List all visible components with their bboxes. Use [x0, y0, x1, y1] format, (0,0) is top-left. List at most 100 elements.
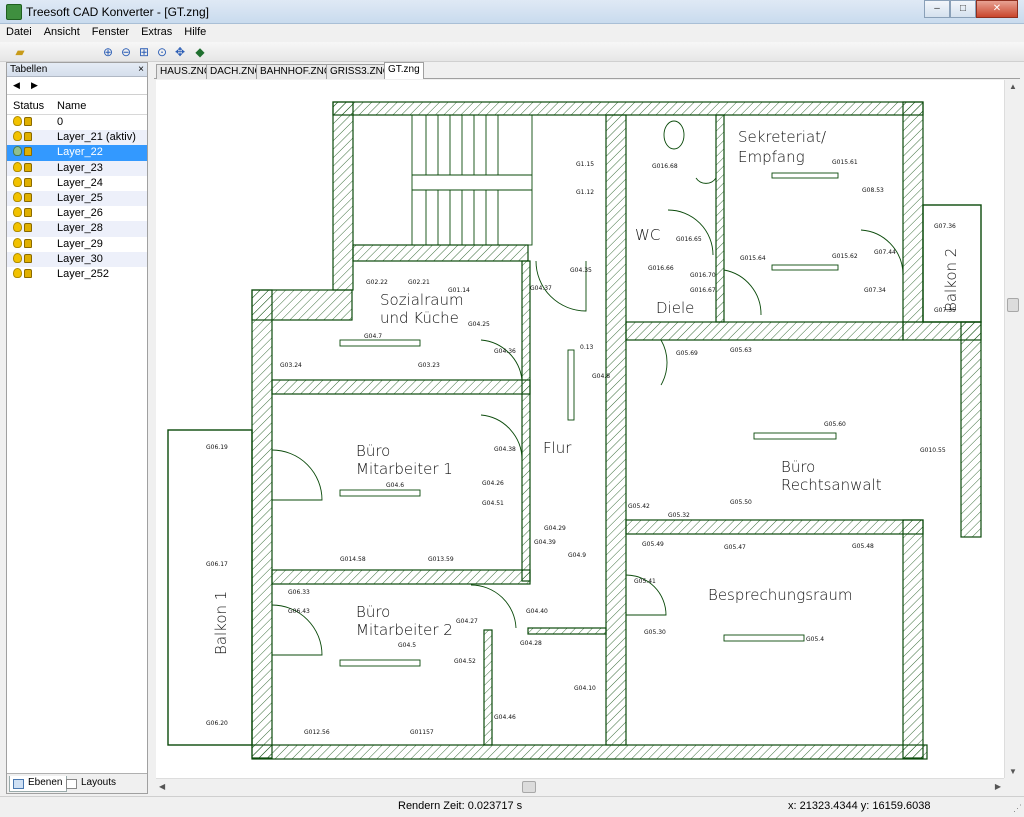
panel-nav: ◀ ▶: [7, 77, 147, 95]
layer-name: Layer_29: [57, 237, 103, 250]
room-label: Büro: [356, 442, 390, 460]
horizontal-scroll-thumb[interactable]: [522, 781, 536, 793]
lock-icon[interactable]: [24, 208, 32, 218]
lock-icon[interactable]: [24, 192, 32, 202]
scroll-up-icon[interactable]: ▲: [1009, 82, 1017, 91]
lightbulb-icon[interactable]: [13, 161, 22, 172]
drawing-canvas[interactable]: Sekreteriat/ Empfang WC Diele Sozialraum…: [156, 80, 1004, 778]
object-label: G07.36: [934, 223, 956, 230]
layer-row[interactable]: Layer_30: [7, 251, 147, 267]
window-controls: – □ ✕: [924, 0, 1018, 18]
lock-icon[interactable]: [24, 147, 32, 157]
doc-tab-gt[interactable]: GT.zng: [384, 62, 424, 79]
layer-name: Layer_26: [57, 207, 103, 220]
zoom-window-icon[interactable]: ⊙: [156, 45, 168, 59]
layer-row[interactable]: Layer_26: [7, 206, 147, 221]
lock-icon[interactable]: [24, 268, 32, 278]
scroll-down-icon[interactable]: ▼: [1009, 767, 1017, 776]
lightbulb-icon[interactable]: [13, 252, 22, 263]
zoom-in-icon[interactable]: ⊕: [102, 45, 114, 59]
tab-ebenen-label: Ebenen: [28, 777, 63, 788]
column-status[interactable]: Status: [13, 100, 45, 112]
panel-close-button[interactable]: ×: [138, 64, 144, 75]
object-label: G015.62: [832, 253, 858, 260]
lightbulb-icon[interactable]: [13, 131, 22, 142]
wall: [902, 101, 924, 323]
vertical-scroll-thumb[interactable]: [1007, 298, 1019, 312]
lock-icon[interactable]: [24, 177, 32, 187]
lock-icon[interactable]: [24, 117, 32, 126]
menu-hilfe[interactable]: Hilfe: [184, 26, 207, 38]
lock-icon[interactable]: [24, 253, 32, 263]
layer-icon[interactable]: ◆: [195, 45, 205, 59]
object-label: G05.49: [642, 541, 664, 548]
nav-back-icon[interactable]: ◀: [13, 80, 20, 90]
app-icon: [6, 4, 22, 20]
vertical-scrollbar[interactable]: ▲ ▼: [1004, 80, 1020, 778]
tab-layouts[interactable]: Layouts: [63, 776, 120, 792]
close-button[interactable]: ✕: [976, 0, 1018, 18]
lock-icon[interactable]: [24, 132, 32, 142]
object-label: G04.26: [482, 480, 504, 487]
layer-row[interactable]: Layer_25: [7, 190, 147, 207]
layer-row[interactable]: Layer_252: [7, 267, 147, 282]
layer-row[interactable]: Layer_29: [7, 237, 147, 252]
floor-plan[interactable]: Sekreteriat/ Empfang WC Diele Sozialraum…: [156, 80, 1004, 778]
zoom-out-icon[interactable]: ⊖: [120, 45, 132, 59]
object-label: G07.34: [864, 287, 886, 294]
object-label: G05.32: [668, 512, 690, 519]
lock-icon[interactable]: [24, 162, 32, 172]
open-folder-icon[interactable]: ▰: [15, 45, 25, 59]
lightbulb-icon[interactable]: [13, 207, 22, 218]
wall: [715, 114, 725, 323]
object-label: G014.58: [340, 556, 366, 563]
menu-fenster[interactable]: Fenster: [91, 26, 130, 38]
minimize-button[interactable]: –: [924, 0, 950, 18]
status-bar: Rendern Zeit: 0.023717 s x: 21323.4344 y…: [0, 796, 1024, 817]
wall: [521, 260, 531, 582]
nav-forward-icon[interactable]: ▶: [31, 80, 38, 90]
menu-datei[interactable]: Datei: [6, 26, 32, 38]
layer-row[interactable]: Layer_28: [7, 221, 147, 237]
menu-ansicht[interactable]: Ansicht: [43, 26, 80, 38]
object-label: G05.47: [724, 544, 746, 551]
lightbulb-icon[interactable]: [13, 146, 22, 157]
lock-icon[interactable]: [24, 238, 32, 248]
doc-tab-bahnhof[interactable]: BAHNHOF.ZNG: [256, 64, 336, 79]
object-label: G04.10: [574, 685, 596, 692]
object-label: G04.8: [592, 373, 610, 380]
object-label: G05.50: [730, 499, 752, 506]
horizontal-scrollbar[interactable]: ◀ ▶: [156, 778, 1004, 794]
object-label: G05.48: [852, 543, 874, 550]
object-label: G04.51: [482, 500, 504, 507]
maximize-button[interactable]: □: [950, 0, 976, 18]
resize-grip-icon[interactable]: ⋰: [1013, 803, 1022, 813]
lightbulb-icon[interactable]: [13, 222, 22, 233]
object-label: G06.20: [206, 720, 228, 727]
menu-extras[interactable]: Extras: [141, 26, 173, 38]
pan-icon[interactable]: ✥: [174, 45, 186, 59]
lightbulb-icon[interactable]: [13, 237, 22, 248]
wall: [527, 627, 607, 635]
scroll-left-icon[interactable]: ◀: [159, 782, 166, 791]
column-name[interactable]: Name: [57, 100, 87, 112]
lightbulb-icon[interactable]: [13, 116, 22, 126]
wall: [332, 101, 924, 116]
scroll-right-icon[interactable]: ▶: [994, 782, 1001, 791]
layer-row[interactable]: Layer_23: [7, 160, 147, 176]
layer-row[interactable]: Layer_24: [7, 176, 147, 191]
object-label: G01.14: [448, 287, 470, 294]
tab-ebenen[interactable]: Ebenen: [9, 776, 68, 792]
lightbulb-icon[interactable]: [13, 176, 22, 187]
lock-icon[interactable]: [24, 223, 32, 233]
layer-row[interactable]: Layer_22: [7, 145, 147, 161]
wall: [271, 569, 531, 585]
lightbulb-icon[interactable]: [13, 191, 22, 202]
object-label: G05.30: [644, 629, 666, 636]
layer-row[interactable]: 0: [7, 115, 147, 130]
zoom-extents-icon[interactable]: ⊞: [138, 45, 150, 59]
layer-row[interactable]: Layer_21 (aktiv): [7, 130, 147, 146]
cursor-coordinates: x: 21323.4344 y: 16159.6038: [788, 800, 931, 812]
sink: [695, 177, 717, 184]
lightbulb-icon[interactable]: [13, 267, 22, 278]
